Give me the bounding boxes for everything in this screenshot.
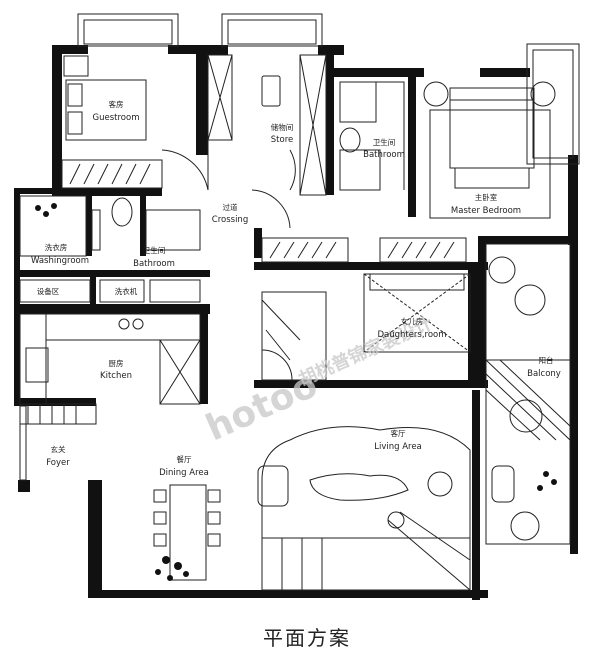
crossing-en: Crossing: [212, 215, 248, 225]
master-bedroom-en: Master Bedroom: [451, 206, 521, 216]
bathroom-common-cn: 卫生间: [143, 245, 166, 255]
kitchen-en: Kitchen: [100, 371, 132, 381]
balcony-en: Balcony: [527, 369, 561, 379]
foyer-cn: 玄关: [51, 444, 66, 454]
daughters-room-en: Daughters,room: [377, 330, 446, 340]
washer-cn: 洗衣机: [115, 286, 138, 296]
bathroom-master-cn: 卫生间: [373, 137, 396, 147]
bathroom-common-en: Bathroom: [133, 259, 175, 269]
daughters-room-cn: 女儿房: [401, 316, 424, 326]
room-labels: 客房 Guestroom 储物间 Store 卫生间 Bathroom 主卧室 …: [31, 99, 561, 478]
guestroom-en: Guestroom: [93, 113, 140, 123]
foyer-en: Foyer: [46, 458, 70, 468]
store-en: Store: [271, 135, 293, 145]
bathroom-master-en: Bathroom: [363, 150, 405, 160]
balcony-cn: 阳台: [539, 355, 554, 365]
equipment-cn: 设备区: [37, 286, 60, 296]
plan-caption: 平面方案: [263, 626, 351, 650]
kitchen-cn: 厨房: [109, 358, 124, 368]
guestroom-cn: 客房: [109, 99, 124, 109]
dining-area-en: Dining Area: [159, 468, 209, 478]
store-cn: 储物间: [271, 122, 294, 132]
fixtures: [19, 13, 580, 591]
walls: [14, 45, 578, 600]
washingroom-en: Washingroom: [31, 256, 89, 266]
living-area-cn: 客厅: [391, 428, 406, 438]
washingroom-cn: 洗衣房: [45, 242, 68, 252]
crossing-cn: 过道: [223, 202, 238, 212]
plant-icon: [35, 203, 557, 581]
living-area-en: Living Area: [374, 442, 422, 452]
dining-area-cn: 餐厅: [177, 455, 192, 464]
master-bedroom-cn: 主卧室: [475, 192, 498, 202]
